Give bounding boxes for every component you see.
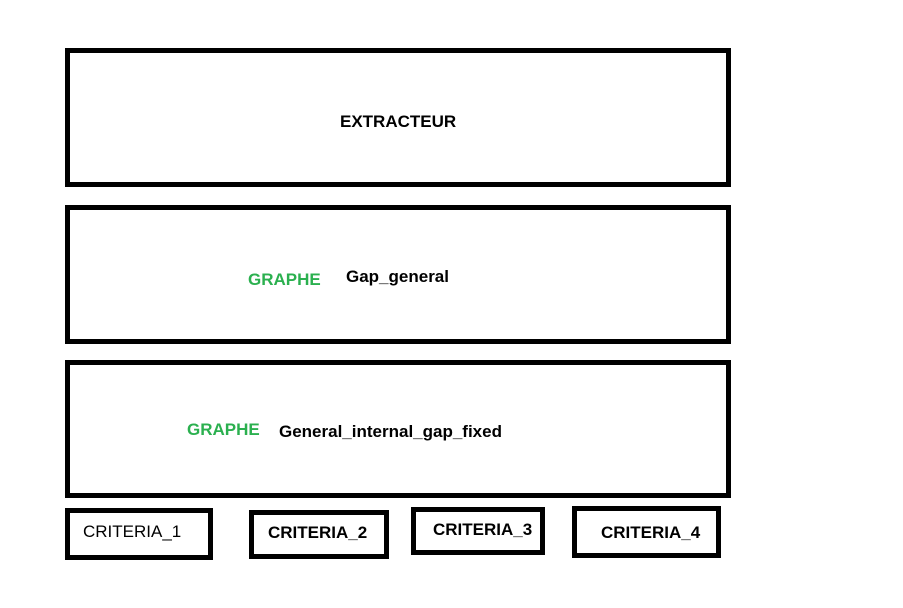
criteria-1-label: CRITERIA_1: [83, 522, 182, 541]
criteria-1-box: [65, 508, 213, 560]
criteria-4-label: CRITERIA_4: [601, 523, 701, 542]
extractor-box: [65, 48, 731, 187]
graph-name: General_internal_gap_fixed: [279, 422, 502, 441]
criteria-2-label: CRITERIA_2: [268, 523, 368, 542]
graph-tag: GRAPHE: [248, 270, 321, 289]
criteria-3-box: [411, 507, 545, 555]
graph-tag: GRAPHE: [187, 420, 260, 439]
extractor-label: EXTRACTEUR: [340, 112, 457, 131]
criteria-2-box: [249, 510, 389, 559]
criteria-4-box: [572, 506, 721, 558]
graph-gap-general-box: [65, 205, 731, 344]
criteria-3-label: CRITERIA_3: [433, 520, 533, 539]
graph-name: Gap_general: [346, 267, 449, 286]
graph-internal-gap-box: [65, 360, 731, 498]
